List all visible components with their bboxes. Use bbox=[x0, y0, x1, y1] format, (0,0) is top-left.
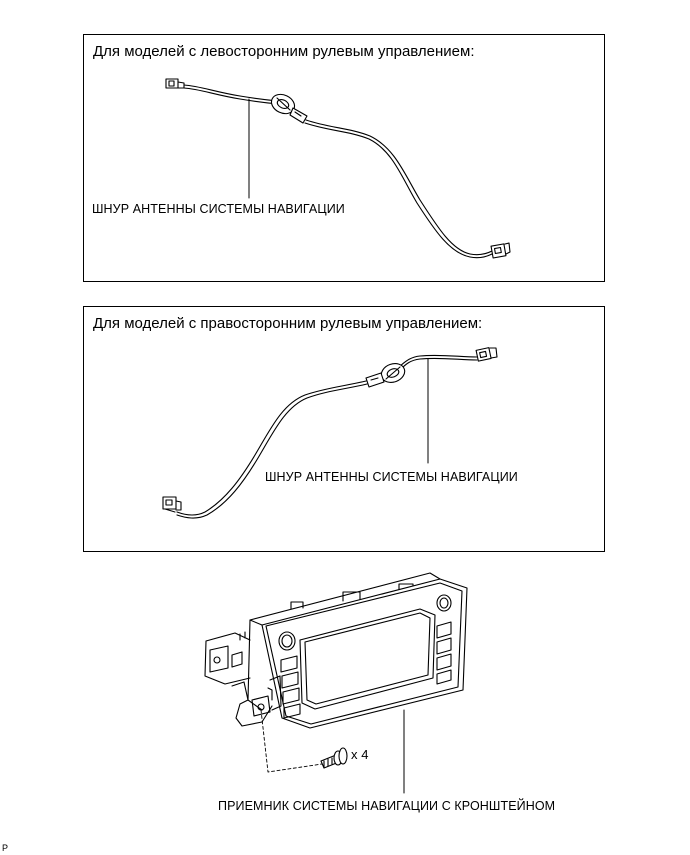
rhd-cord-connector-right bbox=[475, 347, 498, 362]
rhd-cord-clamp bbox=[365, 363, 406, 388]
lhd-cord-connector-right bbox=[490, 242, 511, 259]
receiver-left-buttons bbox=[280, 655, 301, 719]
lhd-panel-heading: Для моделей с левосторонним рулевым упра… bbox=[93, 43, 475, 60]
receiver-left-knob bbox=[278, 631, 296, 651]
rhd-panel-heading: Для моделей с правосторонним рулевым упр… bbox=[93, 315, 483, 332]
rhd-cable-segment-long bbox=[176, 380, 367, 516]
bolt-guide-line bbox=[260, 709, 323, 773]
receiver-right-knob bbox=[436, 594, 452, 612]
receiver-display-screen bbox=[299, 608, 436, 710]
bolt-icon bbox=[320, 747, 348, 769]
bolt-quantity-label: x 4 bbox=[351, 747, 369, 762]
rhd-cord-connector-left bbox=[162, 496, 182, 513]
corner-mark: P bbox=[2, 843, 9, 853]
navigation-receiver-label: ПРИЕМНИК СИСТЕМЫ НАВИГАЦИИ С КРОНШТЕЙНОМ bbox=[218, 799, 556, 813]
receiver-top-tab bbox=[342, 591, 361, 602]
lhd-cord-clamp bbox=[270, 93, 308, 124]
lhd-antenna-cord-label: ШНУР АНТЕННЫ СИСТЕМЫ НАВИГАЦИИ bbox=[92, 202, 345, 216]
lhd-cord-connector-left bbox=[165, 78, 185, 89]
lhd-antenna-cord bbox=[165, 78, 511, 259]
lhd-cable-segment-long bbox=[305, 119, 493, 256]
rhd-antenna-cord-label: ШНУР АНТЕННЫ СИСТЕМЫ НАВИГАЦИИ bbox=[265, 470, 518, 484]
navigation-receiver-with-bracket bbox=[204, 572, 468, 794]
receiver-right-buttons bbox=[436, 621, 452, 685]
lhd-panel: Для моделей с левосторонним рулевым упра… bbox=[83, 34, 605, 282]
lhd-cable-segment bbox=[183, 84, 279, 102]
rhd-antenna-cord bbox=[162, 347, 498, 519]
rhd-cable-segment bbox=[399, 354, 478, 367]
